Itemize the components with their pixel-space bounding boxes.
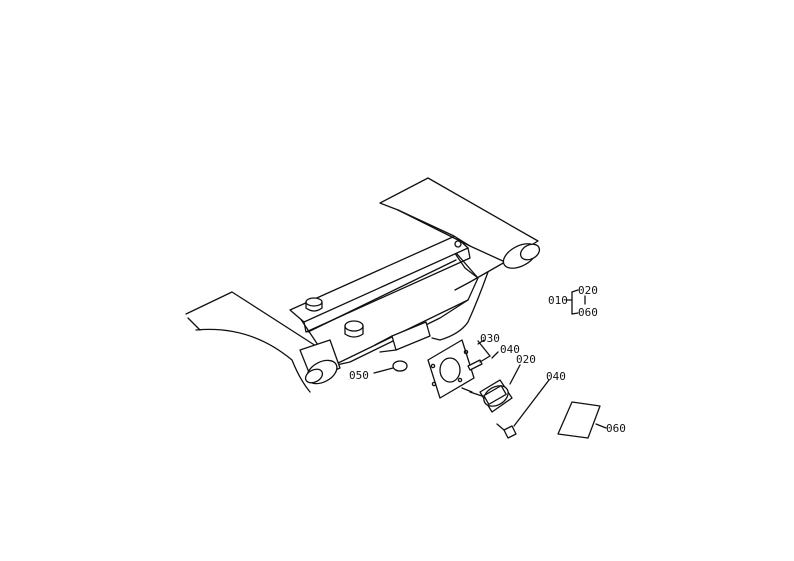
label-050: 050 (349, 369, 369, 382)
label-040-upper: 040 (500, 343, 520, 356)
bolt-040 (496, 379, 550, 439)
bolt-030 (467, 340, 491, 371)
left-fender (185, 291, 331, 393)
label-010: 010 (548, 294, 568, 307)
left-roller (299, 339, 341, 385)
frame-crossbar (289, 235, 471, 333)
label-040-lower: 040 (546, 370, 566, 383)
label-020-group: 020 (578, 284, 598, 297)
wiring-cable (431, 271, 489, 341)
mount-bracket (374, 321, 431, 353)
label-020: 020 (516, 353, 536, 366)
leader-lines (477, 339, 499, 359)
cushion-050 (373, 360, 408, 374)
label-030: 030 (480, 332, 500, 345)
right-roller (502, 243, 541, 269)
label-sticker-060 (557, 401, 607, 439)
label-060: 060 (606, 422, 626, 435)
group-bracket-010 (565, 289, 586, 315)
switch-020 (461, 364, 521, 413)
mount-plate (427, 339, 475, 399)
label-060-group: 060 (578, 306, 598, 319)
top-knobs (305, 240, 462, 338)
